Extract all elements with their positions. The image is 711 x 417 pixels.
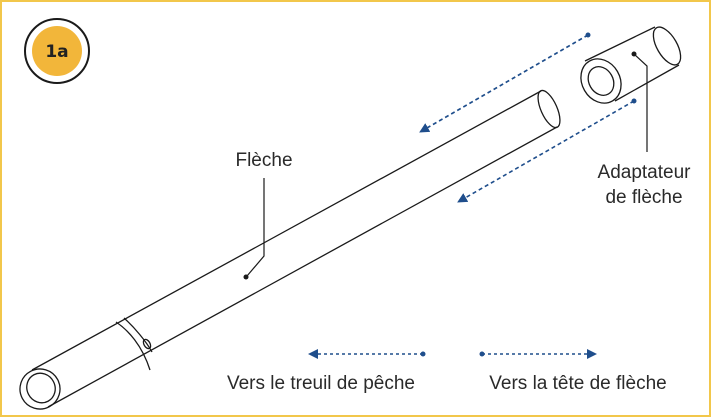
adapter-label-line2: de flèche <box>605 187 682 208</box>
legend-label-toward-head: Vers la tête de flèche <box>489 373 666 394</box>
adapter-callout: Adaptateur de flèche <box>598 51 692 208</box>
legend-item-toward-head: Vers la tête de flèche <box>479 349 667 394</box>
adapter-tube <box>580 26 682 104</box>
assembly-arrows <box>419 32 637 203</box>
legend: Vers le treuil de pêche Vers la tête de … <box>227 349 667 394</box>
step-badge-label: 1a <box>45 42 68 62</box>
arrow-shaft-toward-winch <box>457 100 635 203</box>
shaft-label: Flèche <box>235 150 292 171</box>
adapter-label-line1: Adaptateur <box>598 162 692 183</box>
arrow-adapter-toward-winch <box>419 34 589 133</box>
step-badge: 1a <box>24 18 90 84</box>
shaft-callout: Flèche <box>235 150 293 280</box>
legend-label-toward-winch: Vers le treuil de pêche <box>227 373 415 394</box>
legend-item-toward-winch: Vers le treuil de pêche <box>227 349 426 394</box>
shaft-tube <box>19 89 561 410</box>
